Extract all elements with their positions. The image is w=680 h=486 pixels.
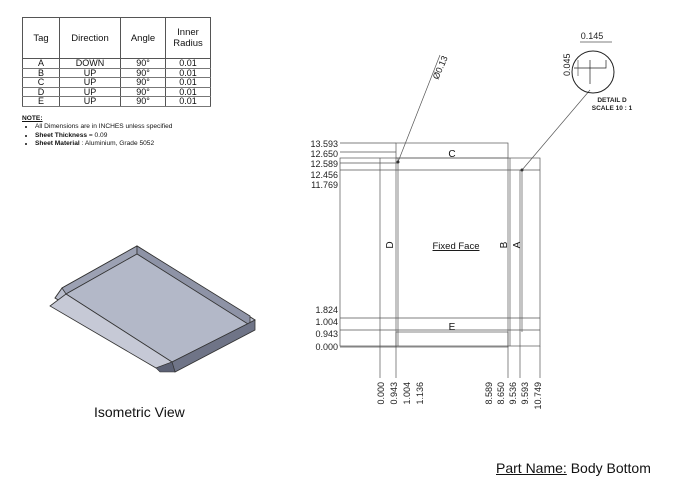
dim-label: 12.456 [310,170,338,180]
dim-label: 1.004 [315,317,338,327]
dim-label: 8.650 [496,382,506,405]
cell-radius: 0.01 [165,96,211,107]
part-name-value: Body Bottom [570,460,651,476]
dim-label: 1.136 [415,382,425,405]
left-dimensions: 13.593 12.650 12.589 12.456 11.769 1.824… [310,139,338,352]
fixed-face-label: Fixed Face [433,241,480,252]
note-item-label: Sheet Material [35,140,80,148]
diameter-leader [397,54,441,163]
detail-profile [574,60,607,84]
dim-label: 12.589 [310,159,338,169]
bend-table-header: Tag Direction Angle Inner Radius [22,17,211,59]
bottom-dimensions: 0.000 0.943 1.004 1.136 8.589 8.650 9.53… [376,382,543,410]
diameter-label: Ø0.13 [431,54,450,80]
note-item-value: : Aluminium, Grade 5052 [79,140,155,148]
dim-label: 0.000 [376,382,386,405]
detail-dim-v: 0.045 [562,53,572,76]
table-row: D UP 90° 0.01 [22,87,211,98]
cell-radius: 0.01 [165,68,211,79]
isometric-view-label: Isometric View [94,404,185,420]
dim-label: 9.536 [508,382,518,405]
note-item: Sheet Thickness = 0.09 [35,132,172,140]
dim-label: 0.943 [315,329,338,339]
tab-e [395,331,509,348]
detail-dim-h: 0.145 [581,31,604,41]
table-row: B UP 90° 0.01 [22,68,211,79]
notes-block: NOTE: All Dimensions are in INCHES unles… [22,115,172,149]
dim-label: 11.769 [311,180,338,190]
bend-tag-e: E [449,322,456,333]
detail-title: DETAIL D [597,97,627,104]
detail-scale: SCALE 10 : 1 [592,105,633,112]
table-row: E UP 90° 0.01 [22,96,211,107]
dim-label: 12.650 [310,149,338,159]
bend-tag-a: A [512,241,523,248]
detail-circle [571,50,615,94]
bend-table: Tag Direction Angle Inner Radius A DOWN … [22,17,211,107]
header-tag: Tag [22,17,60,59]
dim-label: 10.749 [533,382,543,410]
bend-tag-d: D [385,241,396,248]
note-heading: NOTE: [22,115,43,122]
header-angle: Angle [120,17,166,59]
dim-label: 13.593 [310,139,338,149]
header-inner-radius: Inner Radius [165,17,211,59]
part-name-key: Part Name: [496,460,567,476]
dim-label: 9.593 [520,382,530,405]
dim-label: 1.004 [402,382,412,405]
note-item-label: Sheet Thickness [35,131,88,139]
note-item: Sheet Material : Aluminium, Grade 5052 [35,140,172,148]
hole-marker [396,160,400,164]
note-item-text: All Dimensions are in INCHES unless spec… [35,123,173,131]
note-item-value: = 0.09 [87,131,108,139]
part-name: Part Name: Body Bottom [496,460,651,476]
dim-label: 0.943 [389,382,399,405]
dim-label: 1.824 [315,305,338,315]
dim-label: 0.000 [315,342,338,352]
cell-radius: 0.01 [165,87,211,98]
detail-leader [521,89,591,171]
tab-c [395,142,509,159]
bend-tag-c: C [448,149,455,160]
hole-marker [520,168,524,172]
cell-radius: 0.01 [165,77,211,88]
bend-tag-b: B [499,241,510,248]
cell-radius: 0.01 [165,58,211,69]
table-row: A DOWN 90° 0.01 [22,58,211,69]
note-item: All Dimensions are in INCHES unless spec… [35,123,172,131]
table-row: C UP 90° 0.01 [22,77,211,88]
dim-label: 8.589 [484,382,494,405]
iso-corner [155,361,176,373]
